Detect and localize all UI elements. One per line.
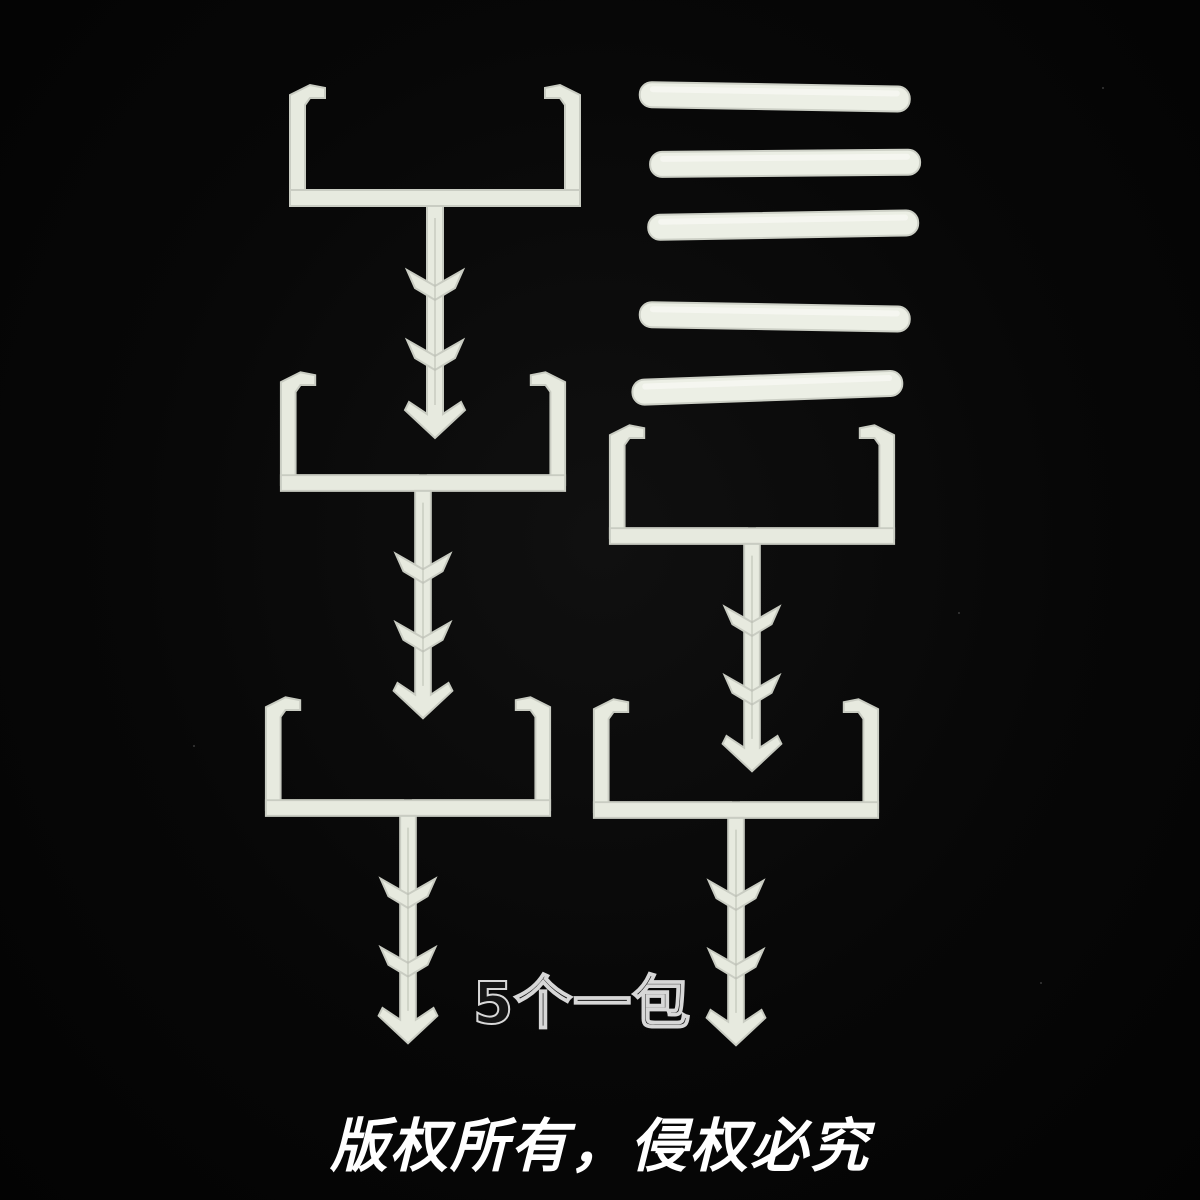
dust-speck — [1102, 87, 1104, 89]
package-count-text: 5个一包 — [472, 968, 692, 1038]
tube-sleeve — [649, 148, 922, 178]
hook-stake — [608, 424, 896, 773]
dust-speck — [958, 612, 960, 614]
tube-sleeve — [631, 369, 904, 406]
tube-sleeve — [638, 81, 911, 113]
tube-sleeve — [647, 209, 920, 241]
copyright-text: 版权所有，侵权必究 — [329, 1112, 870, 1180]
dust-speck — [1040, 982, 1042, 984]
tube-sleeve — [638, 301, 911, 333]
dust-speck — [193, 745, 195, 747]
